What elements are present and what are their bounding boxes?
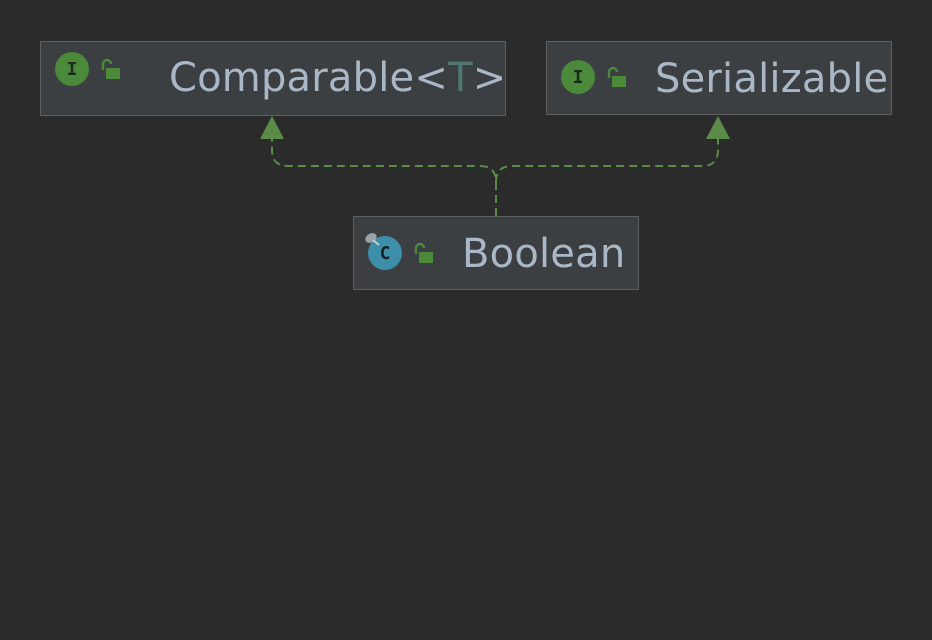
interface-badge-letter: I <box>66 58 78 80</box>
interface-badge-letter: I <box>572 66 584 88</box>
node-boolean-title: Boolean <box>462 231 626 277</box>
type-open-bracket: < <box>414 55 449 101</box>
interface-icon: I <box>55 52 89 86</box>
unlocked-padlock-icon <box>414 242 433 263</box>
arrowhead-serializable <box>706 116 730 139</box>
node-serializable-title: Serializable <box>655 56 889 102</box>
interface-icon: I <box>561 60 595 94</box>
type-parameter: T <box>448 55 473 101</box>
arrowhead-comparable <box>260 116 284 139</box>
edge-boolean-to-comparable <box>271 138 497 216</box>
node-comparable-title: Comparable<T> <box>169 58 506 98</box>
class-badge-letter: C <box>379 242 391 264</box>
node-boolean[interactable]: C Boolean <box>353 216 639 290</box>
comparable-name: Comparable <box>169 55 415 101</box>
edge-boolean-to-serializable <box>495 138 719 183</box>
unlocked-padlock-icon <box>607 66 626 87</box>
final-pin-icon <box>365 233 380 246</box>
node-serializable[interactable]: I Serializable <box>546 41 892 115</box>
type-close-bracket: > <box>472 55 507 101</box>
node-comparable[interactable]: I Comparable<T> <box>40 41 506 116</box>
unlocked-padlock-icon <box>101 58 120 79</box>
